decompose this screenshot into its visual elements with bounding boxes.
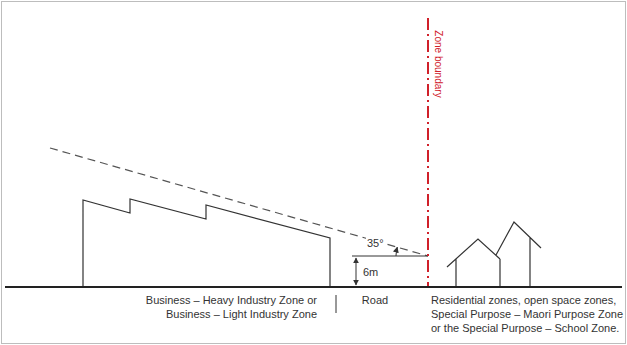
separator [336,295,337,313]
height-dimension [356,258,357,285]
industrial-building [83,199,330,287]
zone-boundary-label: Zone boundary [431,30,445,97]
ground-line [5,286,622,288]
reference-line [352,256,428,257]
road-label: Road [350,293,400,307]
recession-plane-line [50,148,428,256]
angle-label: 35° [366,236,385,250]
dimension-label: 6m [362,265,379,279]
zone-label: Residential zones, open space zones, Spe… [431,293,624,335]
zone-boundary-line [427,18,429,287]
zone-label: Business – Heavy Industry Zone or Busine… [131,293,317,321]
house [447,222,541,287]
angle-arc [396,247,397,256]
